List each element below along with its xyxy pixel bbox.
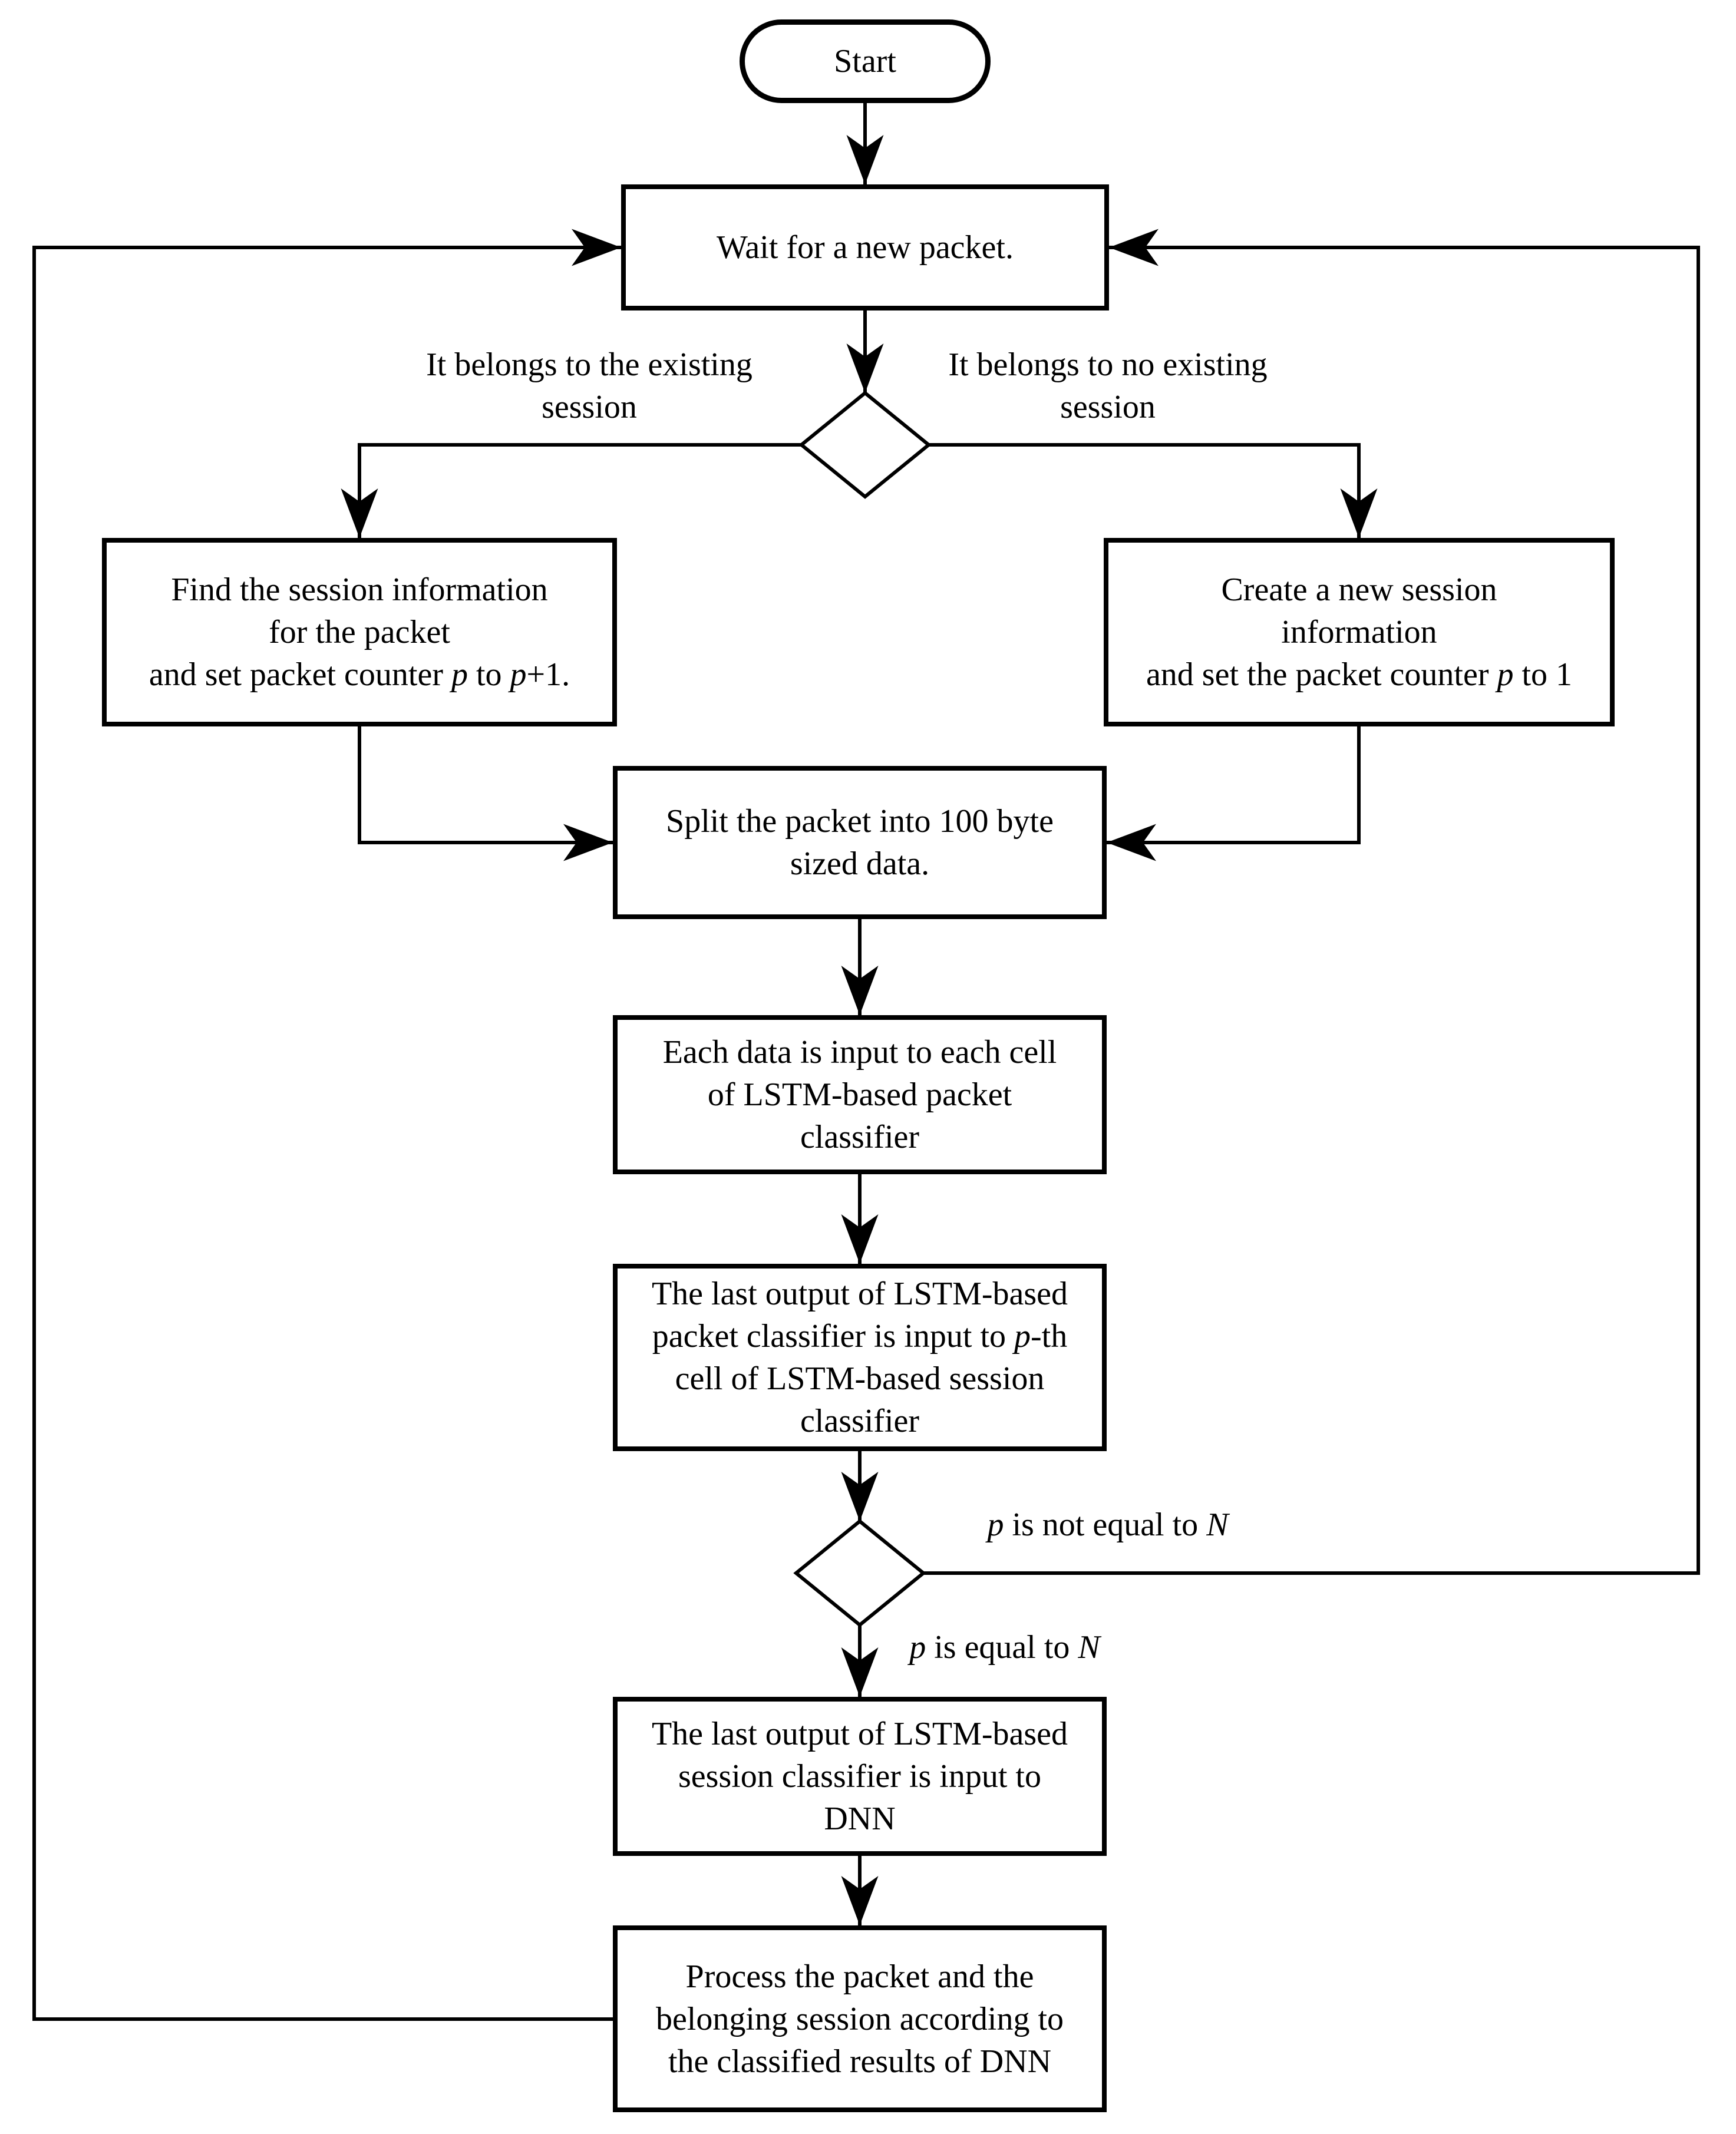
session-classifier-input-box: The last output of LSTM-based packet cla… [613, 1264, 1107, 1451]
start-label: Start [834, 43, 896, 80]
label-p-not-equal-n: p is not equal to N [987, 1507, 1229, 1543]
branch-label-no-existing-session: It belongs to no existing session [948, 346, 1268, 425]
session-classifier-input-line2: packet classifier is input to p-th [652, 1318, 1068, 1355]
start-terminator: Start [740, 19, 991, 103]
connector-decision1-to-find-session [341, 443, 801, 538]
create-session-box: Create a new session information and set… [1104, 538, 1615, 726]
wait-for-packet-text: Wait for a new packet. [717, 229, 1014, 266]
connector-decision1-to-create-session [929, 443, 1378, 538]
find-session-line3: and set packet counter p to p+1. [148, 656, 570, 693]
decision-session-membership-diamond [798, 391, 932, 499]
label-p-equal-n: p is equal to N [909, 1629, 1100, 1666]
process-results-box: Process the packet and the belonging ses… [613, 1925, 1107, 2112]
connector-create-session-to-split [1107, 726, 1361, 861]
connector-find-session-to-split [358, 726, 613, 861]
decision-packet-count-diamond [793, 1519, 926, 1627]
dnn-input-box: The last output of LSTM-based session cl… [613, 1697, 1107, 1856]
find-session-box: Find the session information for the pac… [102, 538, 617, 726]
connector-process-loop-to-wait [32, 229, 621, 2021]
wait-for-packet-box: Wait for a new packet. [621, 184, 1109, 310]
connector-loop-not-equal-to-wait [923, 229, 1700, 1575]
split-packet-box: Split the packet into 100 byte sized dat… [613, 766, 1107, 919]
create-session-line3: and set the packet counter p to 1 [1146, 656, 1573, 693]
branch-label-existing-session: It belongs to the existing session [426, 346, 753, 425]
packet-classifier-input-box: Each data is input to each cell of LSTM-… [613, 1015, 1107, 1174]
